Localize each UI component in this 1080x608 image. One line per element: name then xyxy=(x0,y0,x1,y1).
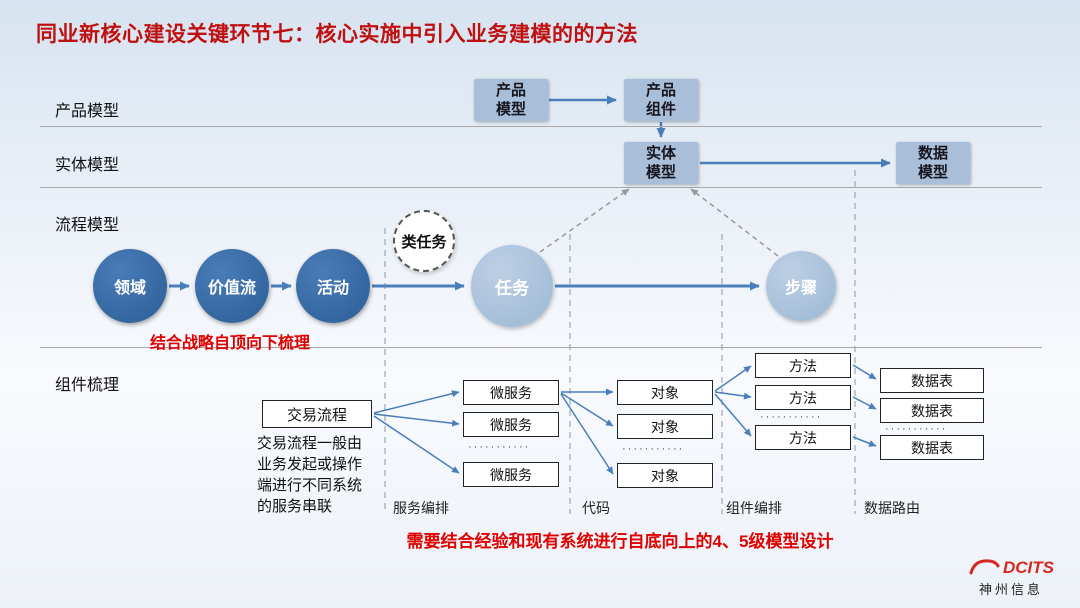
product-model-box: 产品 模型 xyxy=(474,79,548,121)
bottom-up-note: 需要结合经验和现有系统进行自底向上的4、5级模型设计 xyxy=(406,532,834,551)
object-ellipsis: ··········· xyxy=(622,443,685,455)
band-separator-3 xyxy=(40,347,1042,348)
top-down-note: 结合战略自顶向下梳理 xyxy=(150,335,311,352)
logo-company-name: 神州信息 xyxy=(978,582,1043,597)
transaction-description: 交易流程一般由 业务发起或操作 端进行不同系统 的服务串联 xyxy=(257,435,363,515)
method-box-3: 方法 xyxy=(755,425,851,450)
object-box-1: 对象 xyxy=(617,380,713,405)
band-separator-1 xyxy=(40,126,1042,127)
flow-arrows xyxy=(373,364,877,475)
data-table-box-1: 数据表 xyxy=(880,368,984,393)
logo-swoosh-icon xyxy=(969,559,1000,575)
row-label-entity-model: 实体模型 xyxy=(55,157,120,174)
domain-circle: 领域 xyxy=(93,249,167,323)
entity-model-box: 实体 模型 xyxy=(624,142,698,184)
data-table-box-2: 数据表 xyxy=(880,398,984,423)
section-label-component-orchestration: 组件编排 xyxy=(726,500,782,516)
row-label-process-model: 流程模型 xyxy=(55,217,120,234)
product-component-box: 产品 组件 xyxy=(624,79,698,121)
band-separator-2 xyxy=(40,187,1042,188)
row-label-component-sorting: 组件梳理 xyxy=(55,377,120,394)
dcits-logo: DCITS 神州信息 xyxy=(968,558,1054,598)
object-box-2: 对象 xyxy=(617,414,713,439)
row-label-product-model: 产品模型 xyxy=(55,103,120,120)
microservice-box-3: 微服务 xyxy=(463,462,559,487)
transaction-flow-box: 交易流程 xyxy=(262,400,372,428)
activity-circle: 活动 xyxy=(296,249,370,323)
slide-title: 同业新核心建设关键环节七：核心实施中引入业务建模的的方法 xyxy=(36,23,638,46)
task-class-circle: 类任务 xyxy=(393,210,455,272)
method-box-1: 方法 xyxy=(755,353,851,378)
value-stream-circle: 价值流 xyxy=(195,249,269,323)
method-ellipsis: ··········· xyxy=(760,411,823,423)
logo-top-row: DCITS xyxy=(968,558,1054,578)
microservice-box-1: 微服务 xyxy=(463,380,559,405)
object-box-3: 对象 xyxy=(617,463,713,488)
method-box-2: 方法 xyxy=(755,385,851,410)
microservice-ellipsis: ··········· xyxy=(468,441,531,453)
dashed-connectors xyxy=(539,188,779,257)
data-table-box-3: 数据表 xyxy=(880,435,984,460)
section-label-service-orchestration: 服务编排 xyxy=(393,500,449,516)
data-table-ellipsis: ··········· xyxy=(885,423,948,435)
data-model-box: 数据 模型 xyxy=(896,142,970,184)
section-label-data-routing: 数据路由 xyxy=(864,500,920,516)
main-arrows xyxy=(169,95,891,291)
microservice-box-2: 微服务 xyxy=(463,412,559,437)
dashed-separator-lines xyxy=(384,170,856,514)
logo-brand-text: DCITS xyxy=(1003,558,1054,577)
section-label-code: 代码 xyxy=(582,500,610,516)
step-circle: 步骤 xyxy=(766,251,836,321)
task-circle: 任务 xyxy=(471,245,553,327)
